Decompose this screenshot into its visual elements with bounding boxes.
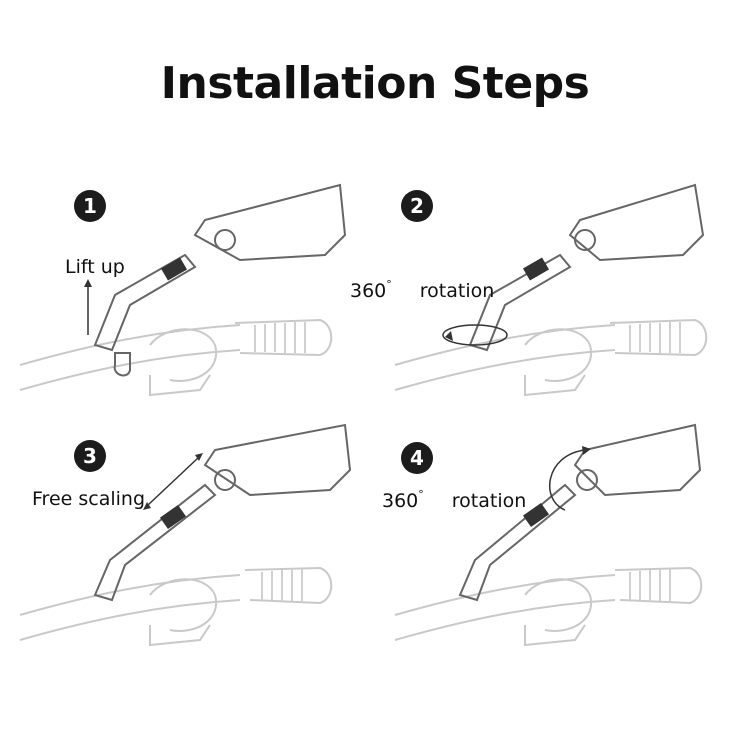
mirror-illustration-4 xyxy=(394,423,703,647)
step-number-badge: 2 xyxy=(401,190,433,222)
page-title: Installation Steps xyxy=(160,58,590,109)
mirror-illustration-1 xyxy=(19,183,347,397)
mirror-illustration-3 xyxy=(19,423,352,647)
step-number-badge: 4 xyxy=(401,442,433,474)
step-3: 3 Free scaling xyxy=(0,420,375,670)
step-label: Lift up xyxy=(65,256,125,278)
degree-symbol: ° xyxy=(386,278,392,291)
degree-symbol: ° xyxy=(418,488,424,501)
step-number-badge: 1 xyxy=(74,190,106,222)
rotation-text: rotation xyxy=(451,490,527,512)
step-label: 360° rotation xyxy=(382,488,526,512)
step-4: 4 360° rotation xyxy=(375,420,750,670)
rotation-degrees: 360 xyxy=(350,280,387,302)
step-label: Free scaling xyxy=(32,488,146,510)
step-number-badge: 3 xyxy=(74,440,106,472)
step-label: 360° rotation xyxy=(350,278,494,302)
rotation-text: rotation xyxy=(419,280,495,302)
step-2: 2 360° rotation xyxy=(350,175,750,425)
mirror-illustration-2 xyxy=(394,183,708,397)
rotation-degrees: 360 xyxy=(382,490,419,512)
step-1: 1 Lift up xyxy=(0,175,375,425)
